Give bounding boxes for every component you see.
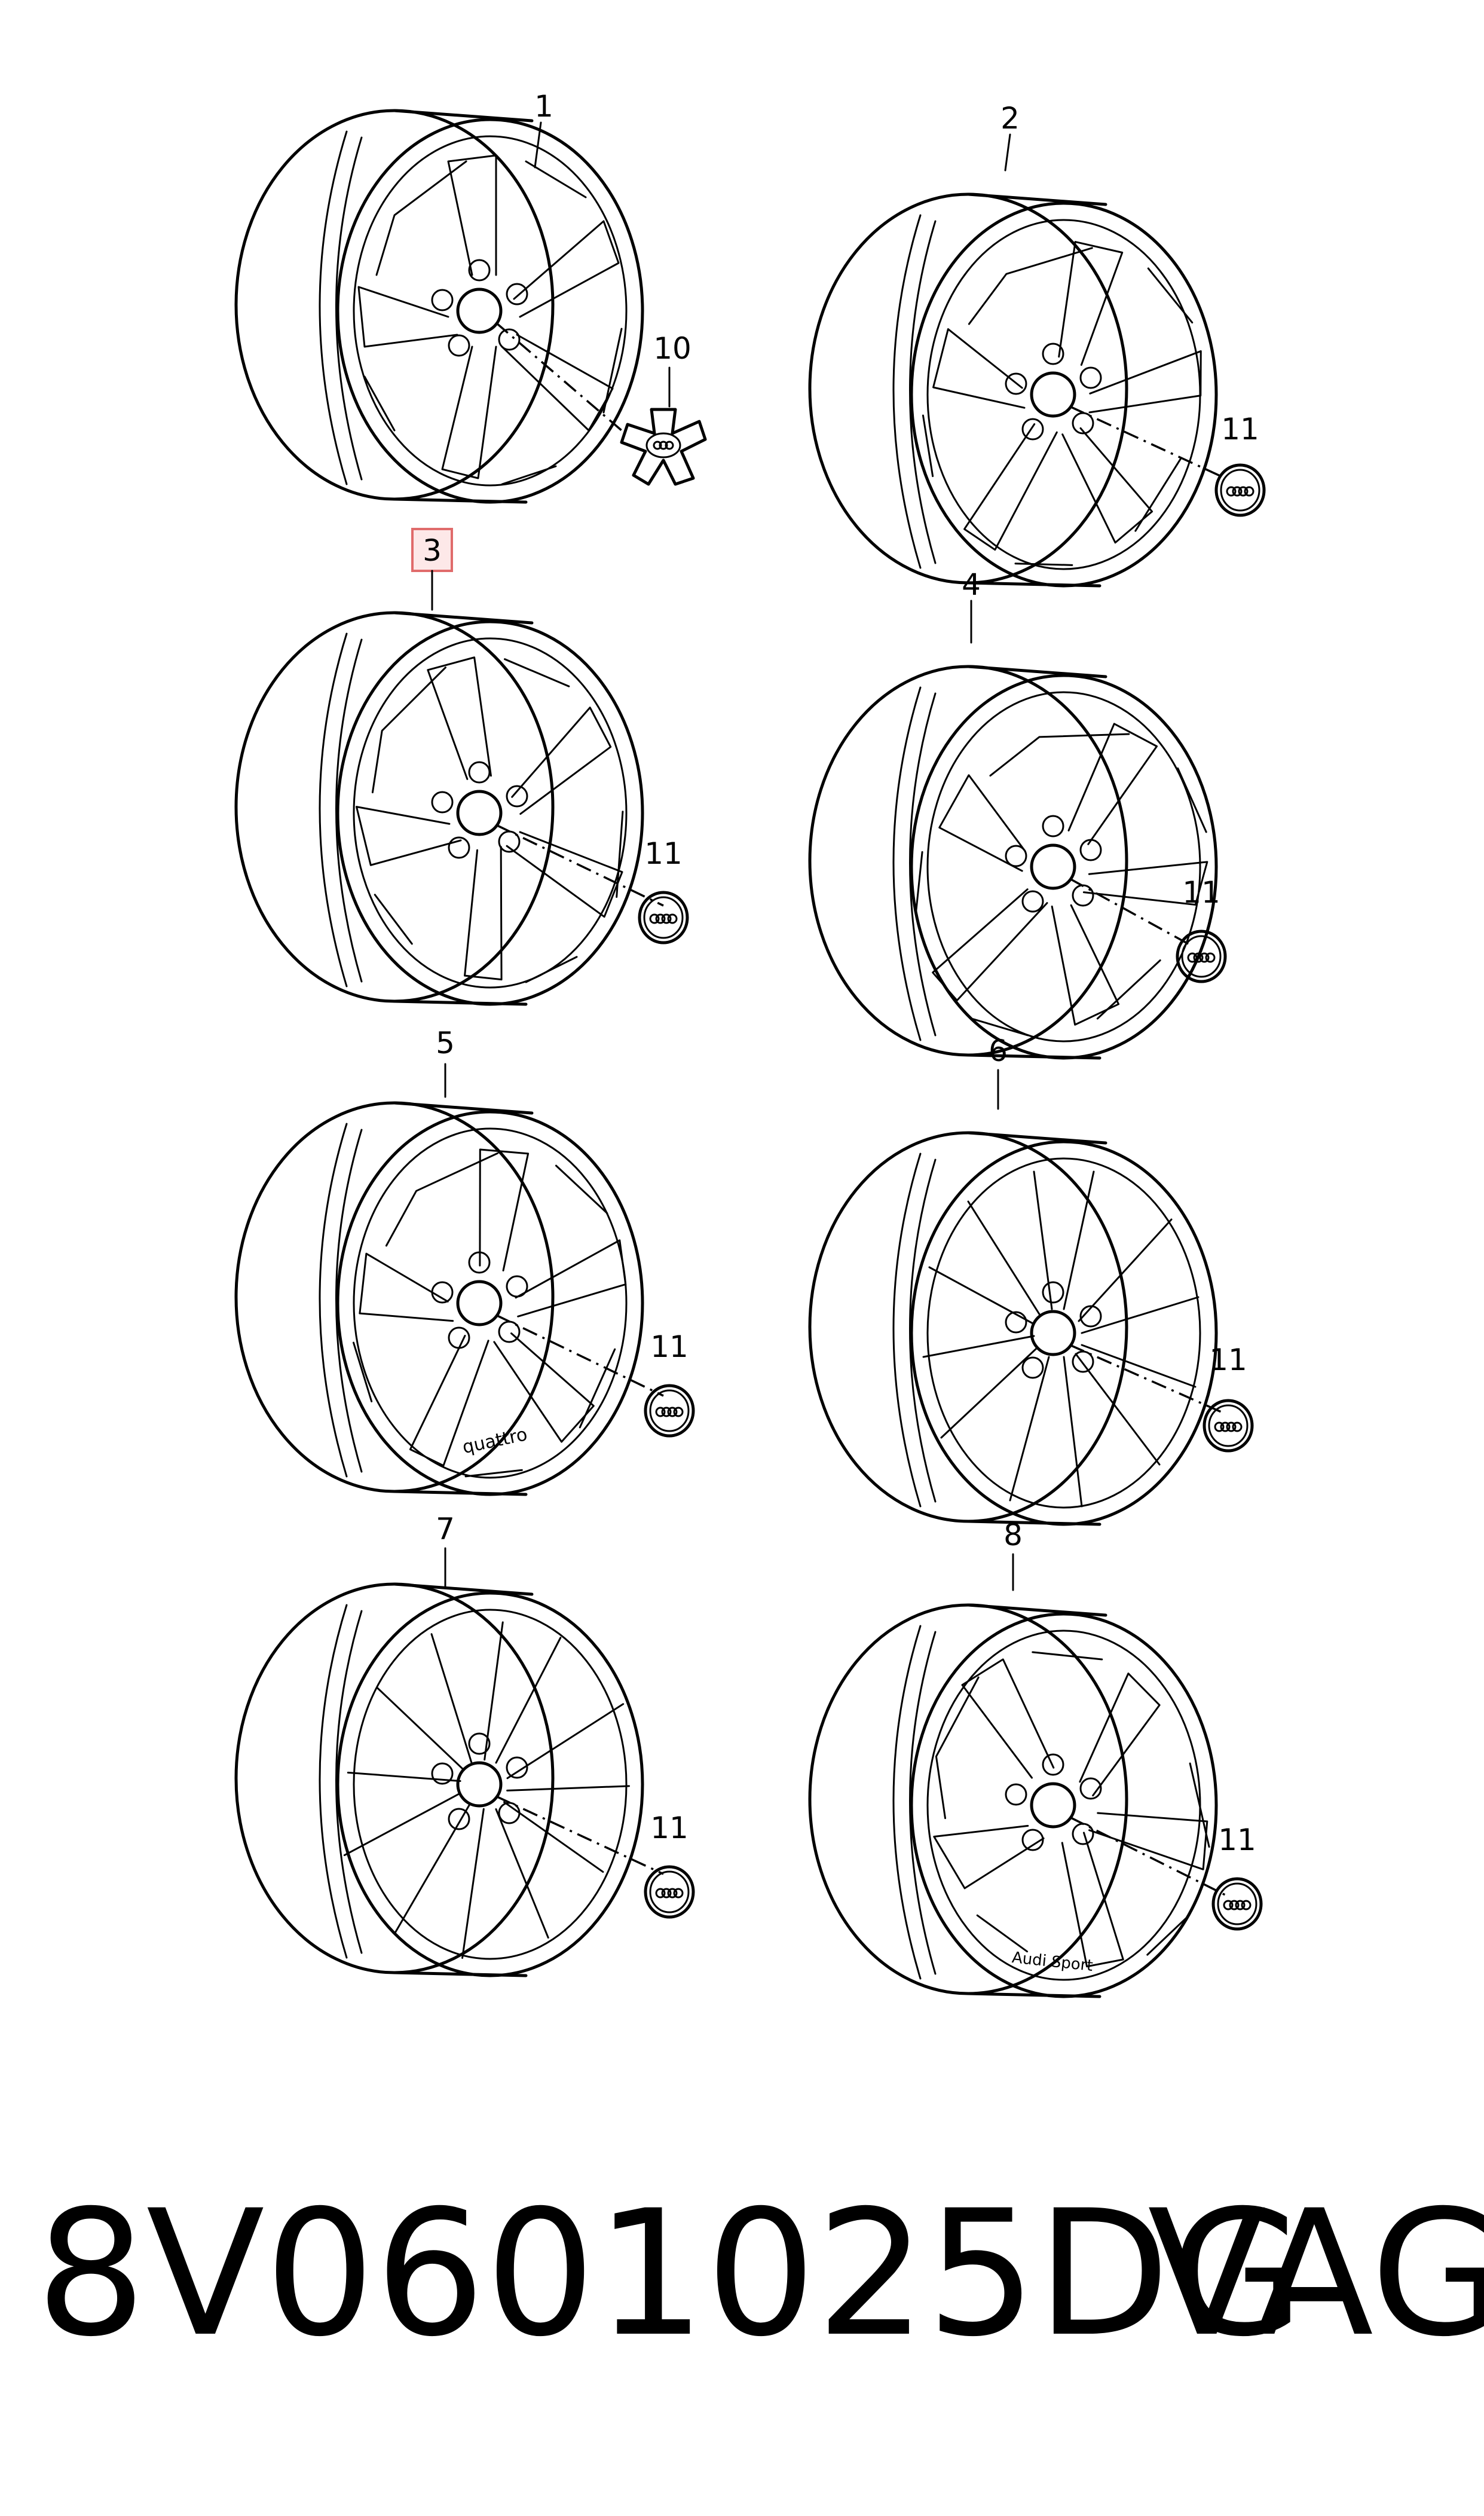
center-cap-11[interactable] bbox=[1216, 465, 1264, 515]
callout-11[interactable]: 11 bbox=[650, 1329, 689, 1364]
wheel-5[interactable] bbox=[236, 1103, 664, 1502]
wheel-7[interactable] bbox=[236, 1584, 664, 1989]
center-cap-11[interactable] bbox=[640, 892, 687, 943]
wheel-2[interactable] bbox=[810, 194, 1241, 606]
callout-2[interactable]: 2 bbox=[1000, 101, 1020, 136]
center-cap-11[interactable] bbox=[1204, 1401, 1252, 1451]
callout-4[interactable]: 4 bbox=[962, 567, 981, 602]
center-cap-11[interactable] bbox=[1213, 1879, 1261, 1929]
callout-10[interactable]: 10 bbox=[653, 331, 691, 366]
wheel-4[interactable] bbox=[810, 667, 1261, 1089]
callout-11[interactable]: 11 bbox=[1218, 1823, 1256, 1857]
spider-center-cap-10[interactable] bbox=[620, 408, 707, 486]
callout-11[interactable]: 11 bbox=[1221, 412, 1259, 447]
callout-11[interactable]: 11 bbox=[650, 1811, 689, 1845]
center-cap-11[interactable] bbox=[1177, 931, 1225, 982]
wheel-1[interactable] bbox=[236, 111, 642, 502]
center-cap-11[interactable] bbox=[645, 1867, 693, 1917]
center-cap-11[interactable] bbox=[645, 1386, 693, 1436]
footer: 8V0601025DG VAG bbox=[24, 2173, 1484, 2375]
callout-11[interactable]: 11 bbox=[644, 836, 683, 871]
callout-3[interactable]: 3 bbox=[423, 533, 442, 568]
callout-6[interactable]: 6 bbox=[989, 1034, 1008, 1068]
callout-1[interactable]: 1 bbox=[534, 89, 553, 124]
callout-11[interactable]: 11 bbox=[1209, 1343, 1247, 1377]
wheel-6[interactable] bbox=[810, 1133, 1226, 1524]
wheel-5-rim-text: quattro bbox=[461, 1424, 530, 1458]
callout-5[interactable]: 5 bbox=[436, 1026, 455, 1060]
brand-label: VAG bbox=[1148, 2173, 1484, 2375]
callout-8[interactable]: 8 bbox=[1003, 1518, 1023, 1552]
callout-7[interactable]: 7 bbox=[436, 1512, 455, 1546]
wheel-3[interactable] bbox=[236, 613, 664, 1004]
callout-11[interactable]: 11 bbox=[1182, 875, 1220, 910]
part-number: 8V0601025DG bbox=[36, 2173, 1305, 2375]
